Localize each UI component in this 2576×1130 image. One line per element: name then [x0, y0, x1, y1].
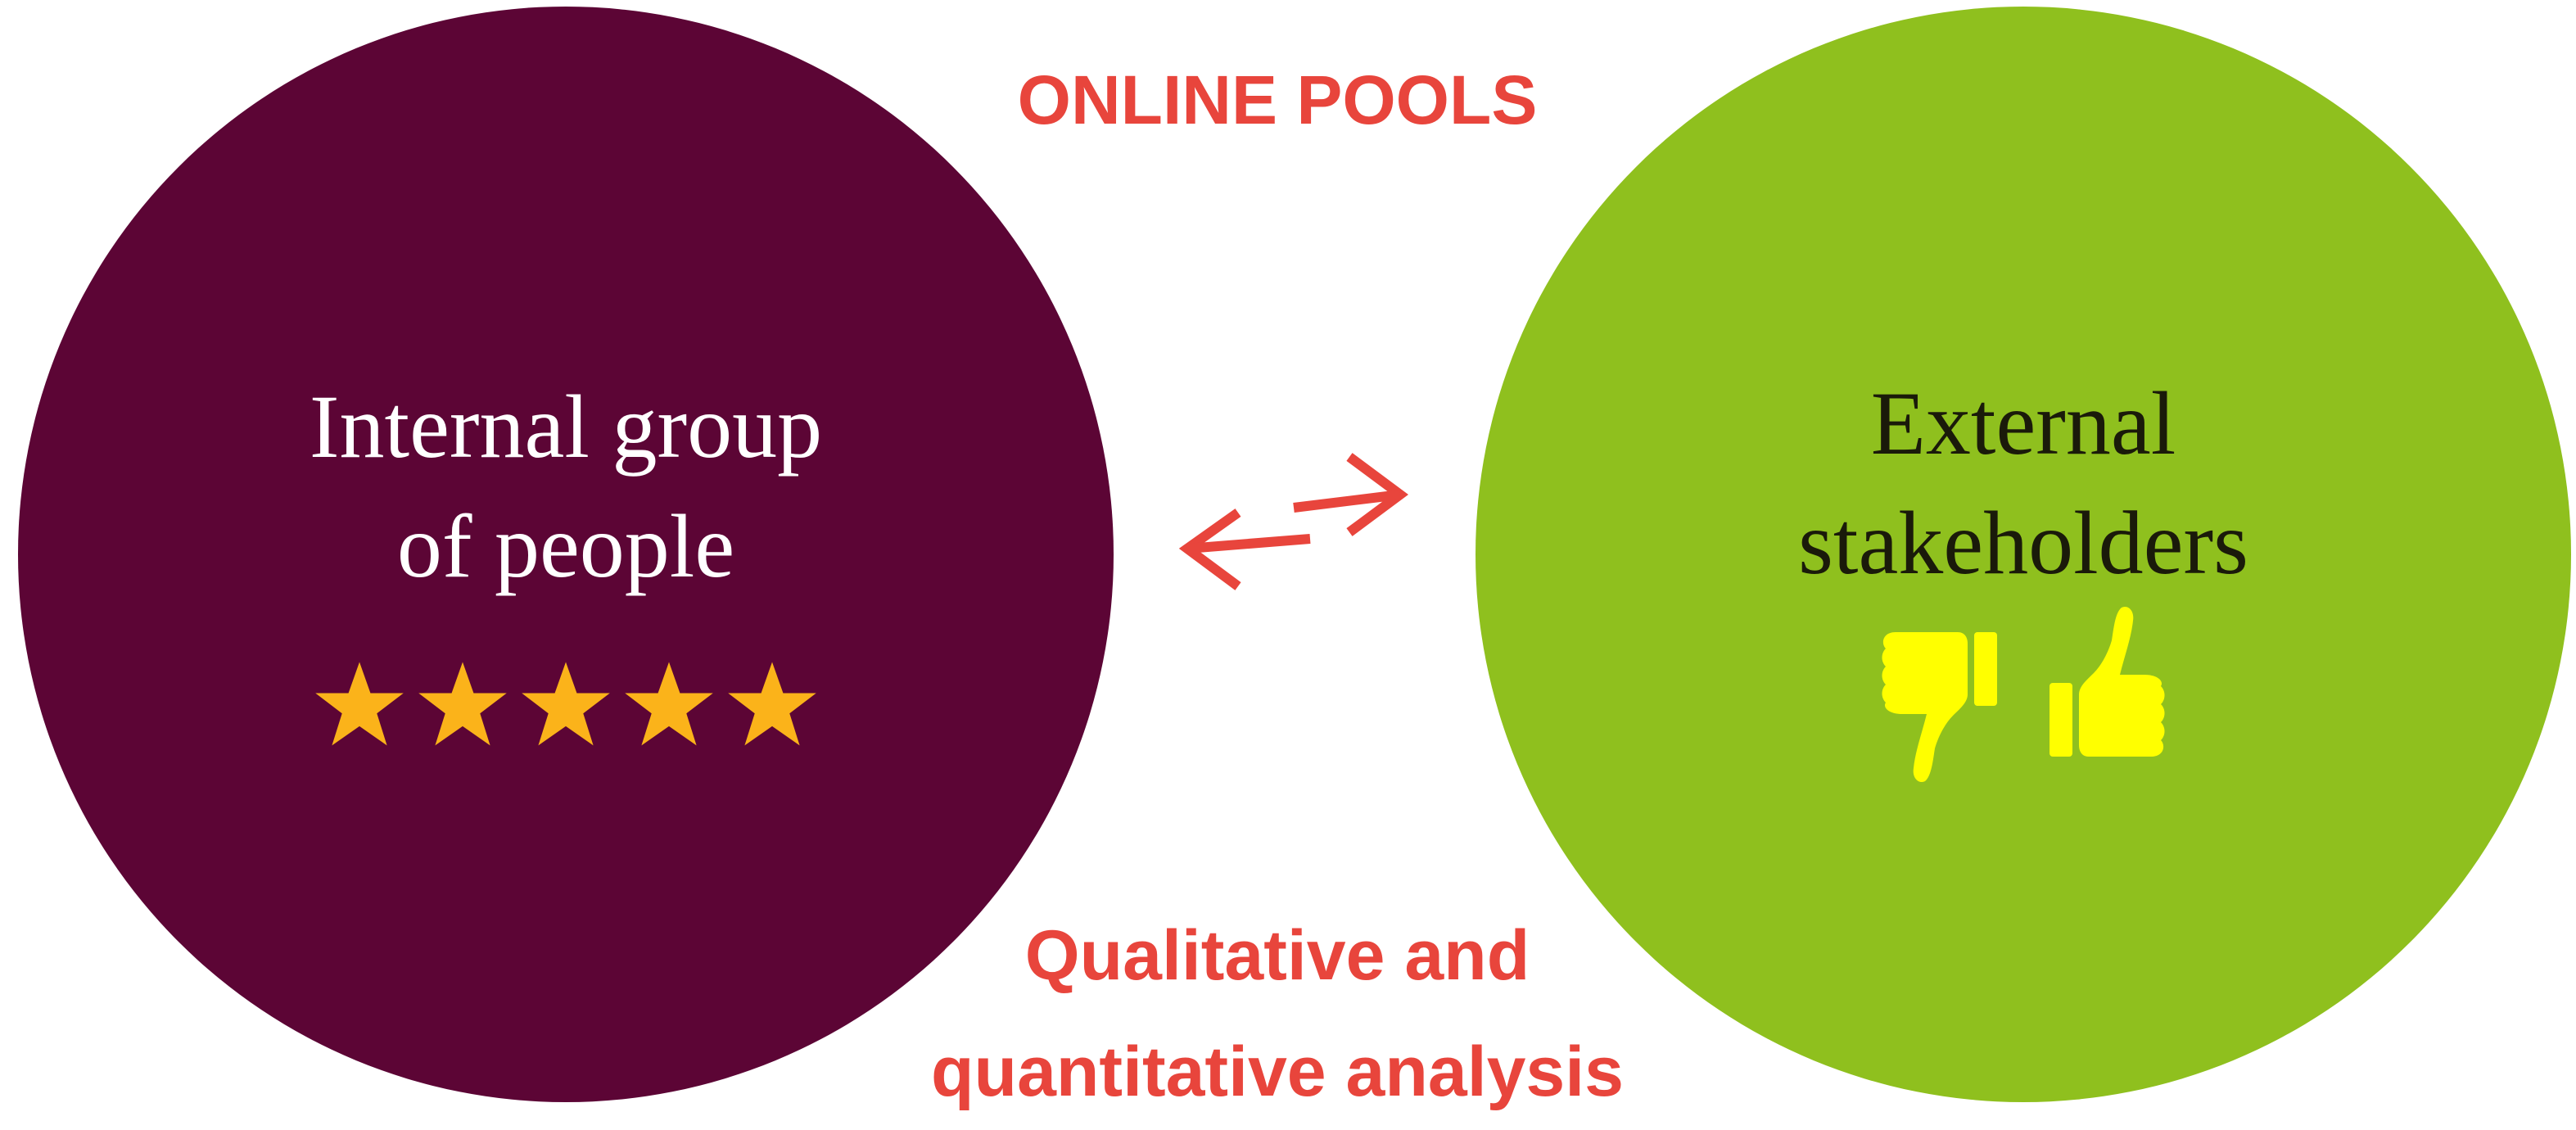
analysis-caption-line2: quantitative analysis: [931, 1033, 1624, 1111]
arrow-left-shaft: [1186, 534, 1311, 554]
thumbs-up-icon: [2050, 606, 2165, 757]
external-stakeholders-label: External stakeholders: [1476, 364, 2571, 603]
star-icon: [625, 662, 713, 746]
thumbs-down-icon: [1882, 632, 1997, 783]
star-icon: [728, 662, 816, 746]
star-icon: [522, 662, 610, 746]
external-stakeholders-label-line2: stakeholders: [1798, 493, 2248, 593]
internal-group-label-line1: Internal group: [309, 377, 823, 477]
feedback-thumbs: [1476, 604, 2571, 784]
star-icon: [315, 662, 404, 746]
external-stakeholders-circle: External stakeholders: [1476, 7, 2571, 1102]
rating-stars: [18, 658, 1114, 750]
exchange-arrows-icon: [1179, 453, 1408, 590]
internal-group-label: Internal group of people: [18, 367, 1114, 606]
online-pools-title: ONLINE POOLS: [1017, 61, 1538, 138]
analysis-caption-line1: Qualitative and: [1024, 916, 1530, 995]
internal-group-label-line2: of people: [396, 496, 735, 596]
external-stakeholders-label-line1: External: [1870, 373, 2176, 473]
internal-group-circle: Internal group of people: [18, 7, 1114, 1102]
analysis-caption: Qualitative and quantitative analysis: [876, 897, 1679, 1130]
arrow-right-shaft: [1293, 490, 1401, 513]
star-icon: [418, 662, 507, 746]
